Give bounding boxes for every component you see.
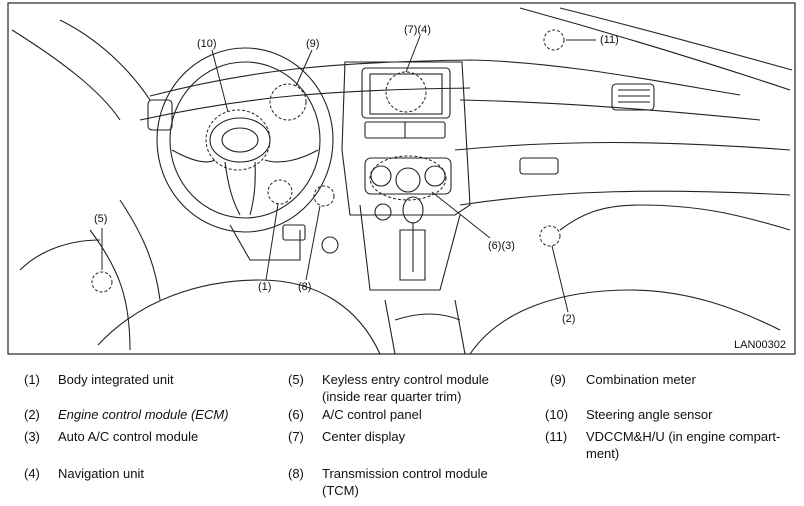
callout-circle-2 (539, 225, 561, 247)
callout-circle-11 (543, 29, 565, 51)
legend-num: (4) (24, 466, 40, 481)
callout-label-8: (8) (298, 281, 312, 293)
callout-circle-5 (91, 271, 113, 293)
callout-label-6-3: (6)(3) (488, 240, 515, 252)
legend-text: Navigation unit (58, 466, 144, 481)
callout-label-10: (10) (197, 38, 217, 50)
legend-text: Body integrated unit (58, 372, 174, 387)
legend-num: (10) (545, 407, 569, 422)
dashboard-linework (11, 7, 793, 355)
callout-circle-4-7 (385, 71, 427, 113)
callout-circle-9 (269, 83, 307, 121)
legend-text: VDCCM&H/U (in engine compart-ment) (586, 429, 781, 461)
callout-circles (91, 29, 565, 293)
legend-num: (9) (550, 372, 566, 387)
legend-text: A/C control panel (322, 407, 422, 422)
legend-num: (1) (24, 372, 40, 387)
callout-circle-1 (267, 179, 293, 205)
legend-text: Engine control module (ECM) (58, 407, 229, 422)
callout-circle-3-6 (369, 155, 447, 201)
callout-circle-10 (205, 109, 271, 171)
legend-num: (5) (288, 372, 304, 387)
legend-num: (3) (24, 429, 40, 444)
leader-lines (101, 35, 596, 313)
legend-num: (2) (24, 407, 40, 422)
legend-text: Combination meter (586, 372, 696, 387)
legend-num: (8) (288, 466, 304, 481)
callout-label-2: (2) (562, 313, 576, 325)
legend-num: (7) (288, 429, 304, 444)
figure-code: LAN00302 (734, 339, 786, 351)
callout-label-1: (1) (258, 281, 272, 293)
legend-num: (11) (545, 429, 568, 444)
legend-num: (6) (288, 407, 304, 422)
legend-text: Transmission control module (TCM) (322, 466, 488, 498)
dashboard-illustration (7, 2, 796, 355)
figure-frame (7, 2, 796, 355)
callout-label-11: (11) (600, 34, 619, 46)
callout-circle-8 (313, 185, 335, 207)
legend-text: Center display (322, 429, 406, 444)
dashboard-figure: (10) (9) (7)(4) (11) (5) (6)(3) (1) (8) … (7, 2, 796, 355)
legend-text: Steering angle sensor (586, 407, 713, 422)
legend-text: Keyless entry control module (inside rea… (322, 372, 489, 404)
callout-label-7-4: (7)(4) (404, 24, 431, 36)
callout-label-9: (9) (306, 38, 320, 50)
legend-text: Auto A/C control module (58, 429, 199, 444)
callout-label-5: (5) (94, 213, 108, 225)
